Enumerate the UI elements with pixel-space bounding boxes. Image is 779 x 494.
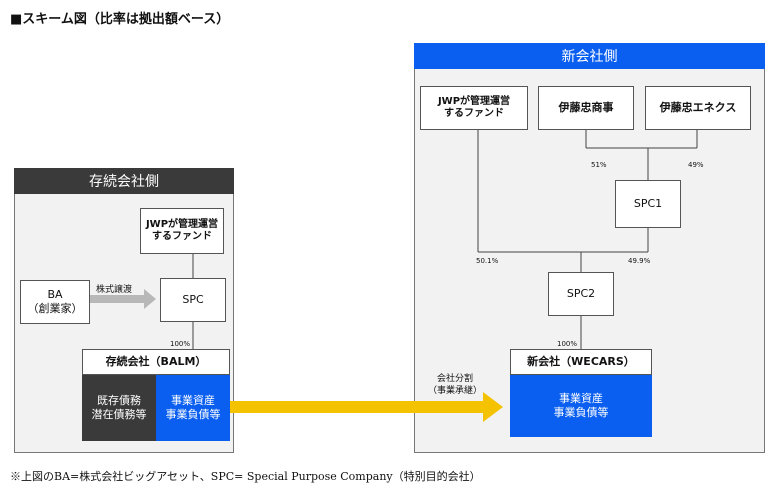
pct-49: 49% bbox=[688, 161, 704, 169]
right-business-assets-block: 事業資産 事業負債等 bbox=[510, 375, 652, 437]
page-title: ■スキーム図（比率は拠出額ベース） bbox=[10, 12, 230, 27]
pct-51: 51% bbox=[591, 161, 607, 169]
left-spc-box: SPC bbox=[160, 278, 226, 322]
itochu-box: 伊藤忠商事 bbox=[538, 86, 634, 130]
right-panel-header: 新会社側 bbox=[414, 43, 765, 69]
ba-box: BA （創業家） bbox=[20, 280, 90, 324]
left-pct-100: 100% bbox=[170, 340, 191, 348]
left-panel-header: 存続会社側 bbox=[14, 168, 234, 194]
spc2-box: SPC2 bbox=[548, 272, 614, 316]
right-pct-100: 100% bbox=[557, 340, 578, 348]
new-company-title: 新会社（WECARS） bbox=[510, 349, 652, 375]
pct-49-9: 49.9% bbox=[628, 257, 651, 265]
surviving-company-title: 存続会社（BALM） bbox=[82, 349, 230, 375]
left-business-assets-block: 事業資産 事業負債等 bbox=[156, 375, 230, 441]
left-fund-box: JWPが管理運営 するファンド bbox=[140, 208, 224, 254]
pct-50-1: 50.1% bbox=[476, 257, 499, 265]
right-fund-box: JWPが管理運営 するファンド bbox=[420, 86, 528, 130]
split-label: 会社分割 （事業承継） bbox=[428, 374, 483, 396]
itochu-enex-box: 伊藤忠エネクス bbox=[645, 86, 751, 130]
transfer-arrow bbox=[90, 289, 156, 309]
footnote: ※上図のBA=株式会社ビッグアセット、SPC= Special Purpose … bbox=[10, 470, 481, 483]
split-arrow bbox=[230, 392, 503, 422]
existing-debt-block: 既存債務 潜在債務等 bbox=[82, 375, 156, 441]
transfer-label: 株式譲渡 bbox=[96, 285, 133, 295]
spc1-box: SPC1 bbox=[615, 180, 681, 228]
